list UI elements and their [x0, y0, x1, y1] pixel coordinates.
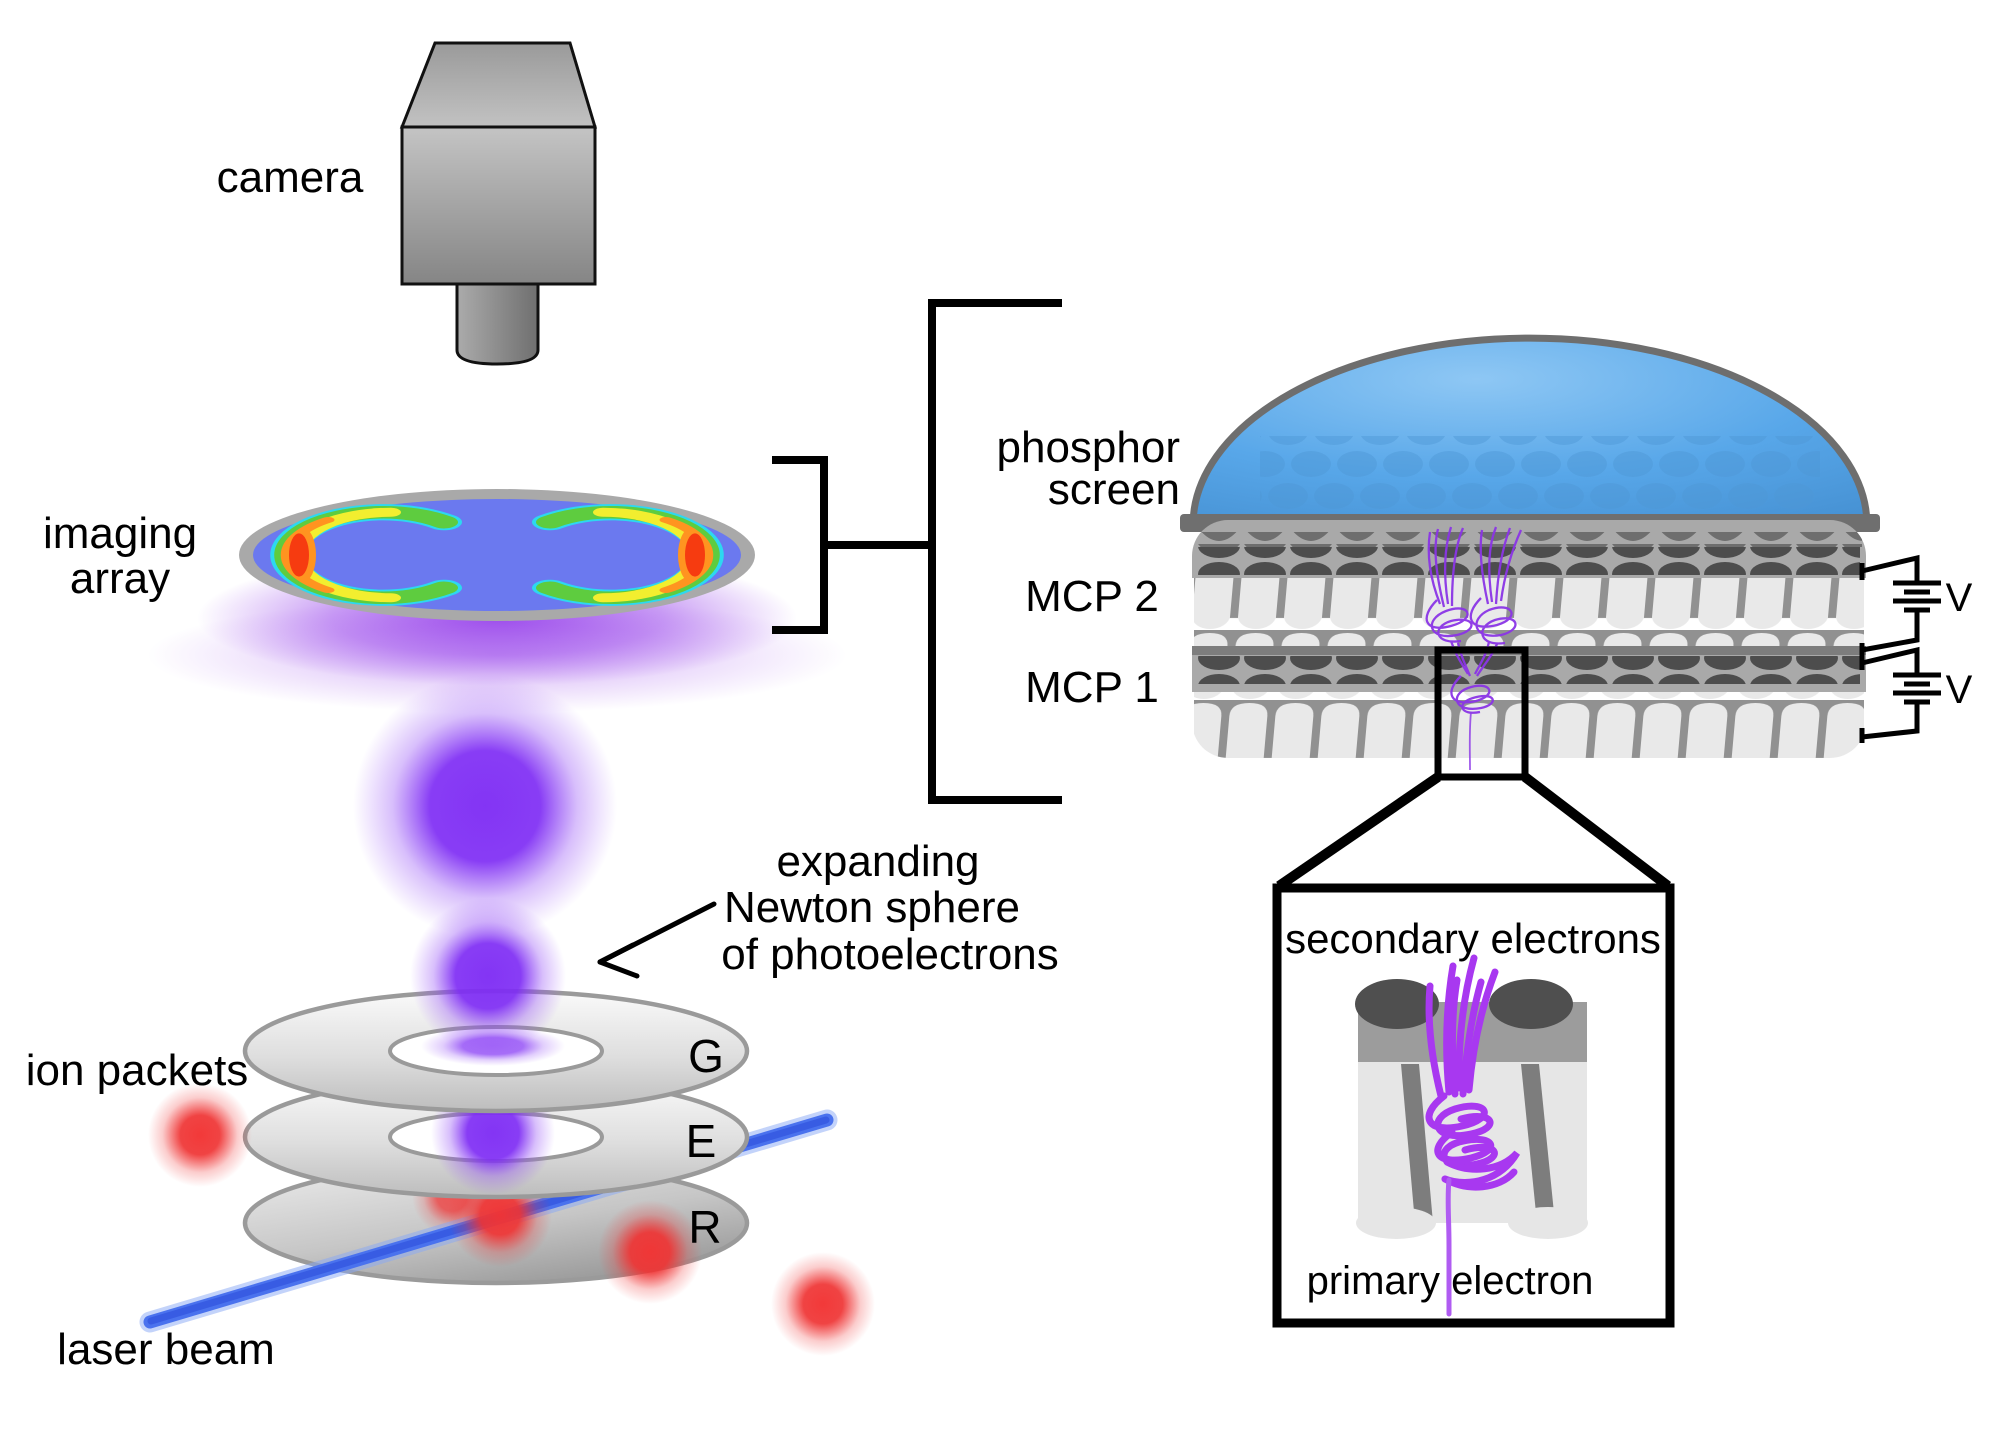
detector-assembly: [1180, 334, 1941, 1328]
phosphor-screen-label-line1: phosphor: [996, 422, 1180, 472]
mcp2-label: MCP 2: [1025, 571, 1159, 621]
zoom-connector-left: [1276, 772, 1441, 891]
imaging-array-illustration: [147, 489, 847, 713]
camera-label: camera: [216, 152, 364, 202]
secondary-electrons-label: secondary electrons: [1285, 914, 1661, 962]
ion-packets-label: ion packets: [25, 1045, 249, 1095]
imaging-array-label-line2: array: [69, 553, 171, 603]
primary-electron-trace: [1445, 1177, 1452, 1317]
ion-packet: [598, 1200, 702, 1304]
voltage-label-mcp1: V: [1945, 668, 1973, 712]
zoom-connector-right: [1521, 773, 1672, 890]
secondary-electron-traces: [1425, 954, 1521, 1317]
mcp2-channels: [1194, 578, 1864, 648]
newton-label-line1: expanding: [776, 836, 980, 886]
newton-ring-right: [532, 504, 724, 606]
newton-sphere-small: [410, 898, 566, 1054]
newton-ring-left: [270, 504, 462, 606]
imaging-array-label-line1: imaging: [42, 508, 198, 558]
array-screen: [253, 499, 741, 611]
mcp-stack: [1192, 520, 1866, 758]
ion-packet: [771, 1252, 875, 1356]
zoom-source-rect: [1434, 646, 1529, 781]
mcp1-label: MCP 1: [1025, 662, 1159, 712]
channel-inset: [1272, 883, 1675, 1328]
camera-lens: [455, 282, 540, 366]
electrode-stack: [139, 988, 838, 1333]
mcp2-voltage-circuit: [1859, 554, 1941, 658]
newton-sphere-arrow: [597, 901, 717, 979]
voltage-label-mcp2: V: [1945, 576, 1973, 620]
newton-label-line2: Newton sphere: [724, 882, 1020, 932]
camera-illustration: [399, 41, 598, 366]
electrode-r-label: R: [688, 1200, 722, 1253]
newton-label-line3: of photoelectrons: [721, 929, 1059, 979]
electrode-g-label: G: [688, 1029, 724, 1082]
phosphor-screen-label-line2: screen: [1047, 464, 1180, 514]
detector-bracket: [928, 299, 1062, 804]
mcp1-voltage-circuit: [1859, 646, 1941, 743]
mcp1-channels: [1194, 692, 1864, 758]
primary-electron-label: primary electron: [1306, 1259, 1594, 1303]
detail-brackets: [772, 299, 1062, 804]
electrode-e-label: E: [685, 1114, 717, 1167]
laser-beam-label: laser beam: [57, 1324, 275, 1374]
ion-packet: [148, 1083, 252, 1187]
electron-cascade-traces: [1425, 526, 1523, 771]
newton-sphere-large: [353, 674, 617, 938]
